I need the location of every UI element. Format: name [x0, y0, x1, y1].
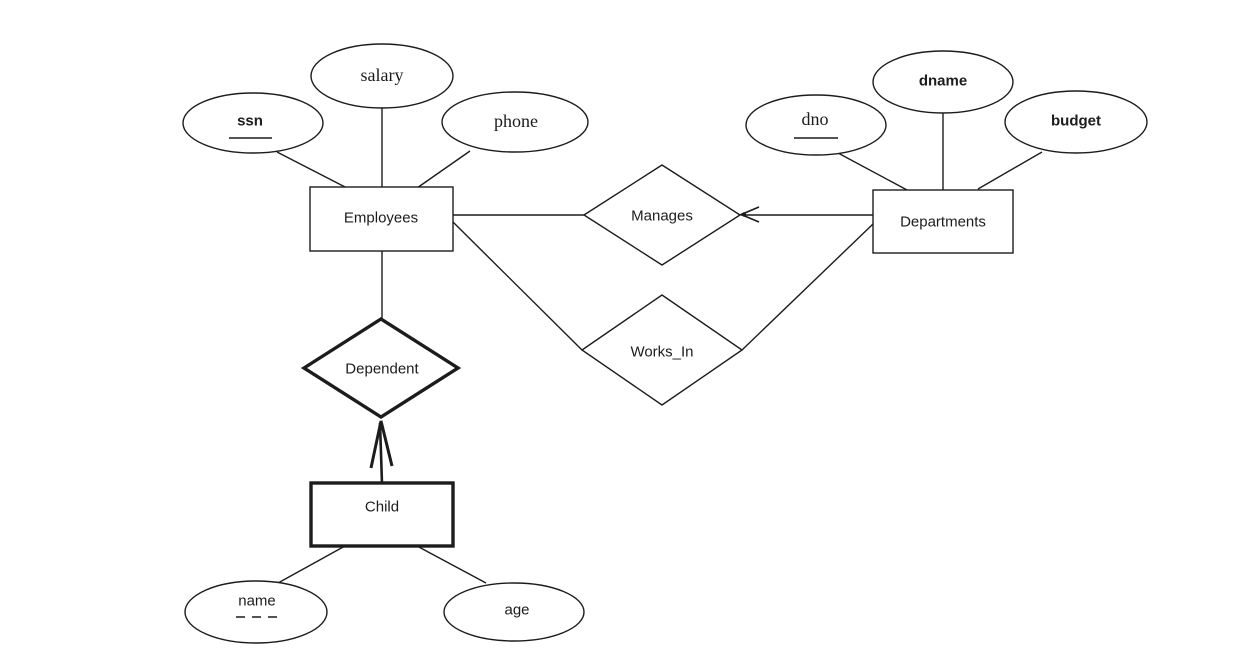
attribute-salary-label: salary	[361, 65, 404, 85]
attribute-ssn-label: ssn	[237, 113, 263, 130]
relationship-manages: Manages	[582, 164, 742, 266]
attribute-salary: salary	[310, 43, 454, 109]
attribute-salary-ellipse	[310, 43, 454, 109]
connector-dno-departments	[837, 152, 908, 191]
attribute-dno-label: dno	[802, 109, 829, 129]
relationships: Manages Works_In Dependent	[300, 164, 744, 420]
relationship-works-in-diamond	[580, 294, 744, 406]
relationship-works-in-label: Works_In	[630, 344, 693, 361]
entities: Employees Departments Child	[309, 186, 1014, 548]
connector-child-name	[277, 545, 346, 584]
entity-departments: Departments	[872, 189, 1014, 254]
relationship-dependent: Dependent	[300, 316, 462, 420]
attribute-phone: phone	[441, 91, 589, 153]
attribute-ssn-ellipse	[182, 92, 324, 154]
entity-departments-label: Departments	[900, 214, 986, 231]
connector-child-dependent-arrow-shaft	[378, 422, 384, 485]
connector-worksin-departments	[741, 223, 874, 351]
entity-employees: Employees	[309, 186, 454, 252]
connector-employees-worksin	[452, 221, 583, 351]
connector-phone-employees	[416, 150, 471, 189]
arrowhead-manages-icon	[738, 206, 760, 223]
attribute-age-ellipse	[443, 582, 585, 642]
attribute-dno-ellipse	[745, 94, 887, 156]
arrowhead-dependent-icon	[369, 420, 394, 469]
attribute-dno: dno	[745, 94, 887, 156]
attribute-age-label: age	[504, 602, 529, 619]
connector-child-age	[416, 545, 487, 584]
attribute-name-label: name	[238, 593, 276, 610]
attributes: ssn salary phone dno dname budget name	[182, 43, 1148, 644]
entity-employees-box	[309, 186, 454, 252]
relationship-dependent-label: Dependent	[345, 361, 419, 378]
entity-employees-label: Employees	[344, 210, 418, 227]
attribute-age: age	[443, 582, 585, 642]
attribute-dname: dname	[872, 50, 1014, 114]
relationship-manages-label: Manages	[631, 208, 693, 225]
arrowhead-manages-tip	[741, 212, 747, 217]
attribute-budget: budget	[1004, 90, 1148, 154]
attribute-ssn: ssn	[182, 92, 324, 154]
entity-departments-box	[872, 189, 1014, 254]
entity-child-label: Child	[365, 499, 399, 516]
entity-child: Child	[309, 481, 455, 548]
attribute-budget-ellipse	[1004, 90, 1148, 154]
attribute-budget-label: budget	[1051, 113, 1101, 130]
entity-child-box	[309, 481, 455, 548]
connector-budget-departments	[977, 151, 1043, 190]
connectors	[276, 108, 1043, 584]
relationship-dependent-diamond	[300, 316, 462, 420]
relationship-manages-diamond	[582, 164, 742, 266]
attribute-phone-label: phone	[494, 111, 538, 131]
attribute-phone-ellipse	[441, 91, 589, 153]
relationship-works-in: Works_In	[580, 294, 744, 406]
connector-ssn-employees	[276, 151, 348, 189]
attribute-name-ellipse	[184, 580, 328, 644]
attribute-name: name	[184, 580, 328, 644]
attribute-dname-label: dname	[919, 73, 967, 90]
attribute-dname-ellipse	[872, 50, 1014, 114]
